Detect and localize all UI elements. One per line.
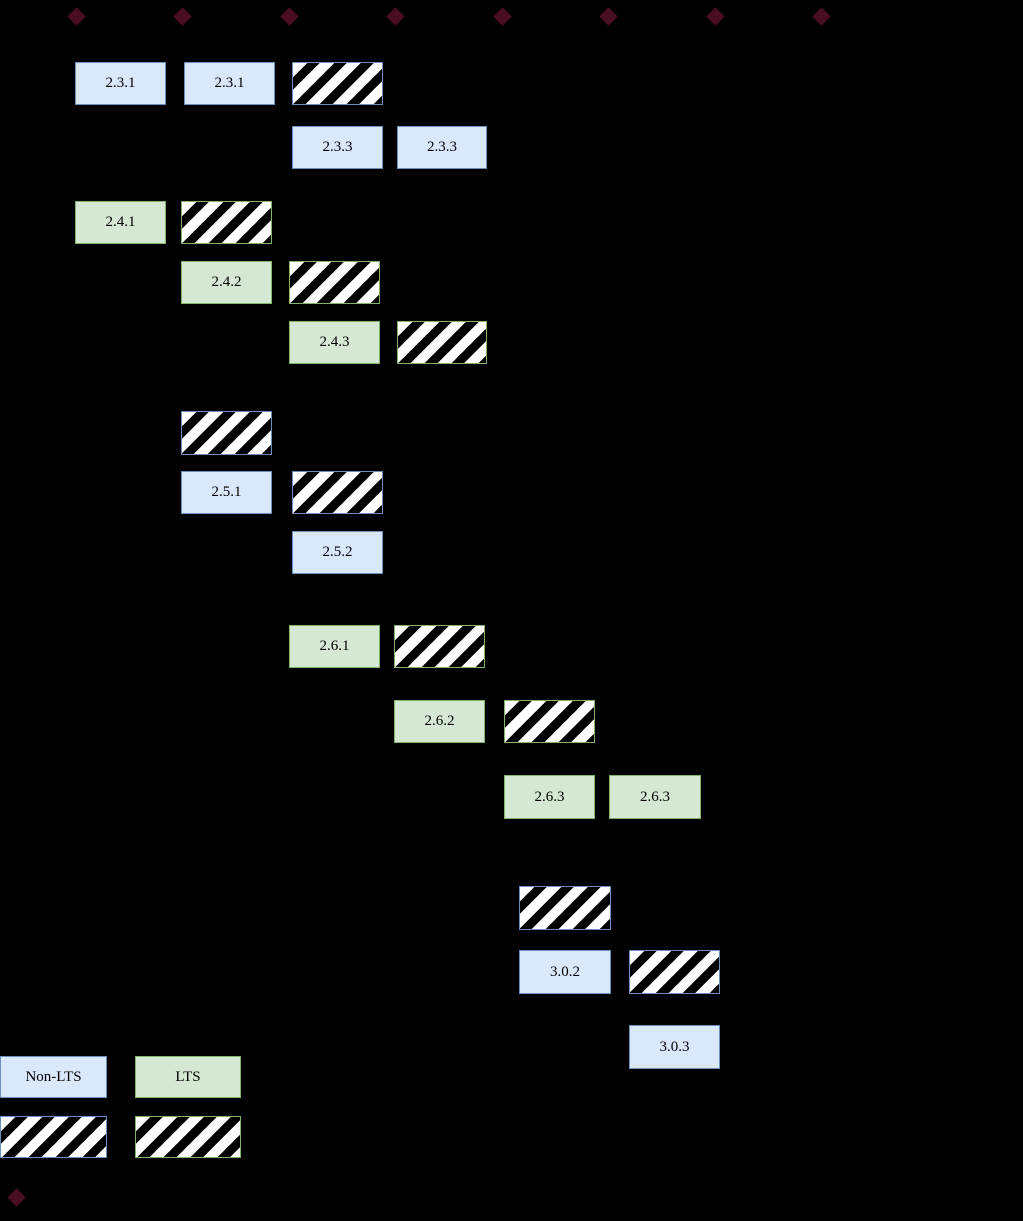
legend-swatch-label: Non-LTS [25, 1068, 82, 1085]
release-bar-label: 2.4.1 [105, 214, 136, 230]
release-bar-2.5.1: 2.5.1 [181, 471, 272, 514]
legend-swatch-Non-LTS: Non-LTS [0, 1056, 107, 1098]
release-bar-2.6.1: 2.6.1 [289, 625, 380, 668]
release-bar-label: 2.5.1 [211, 484, 242, 500]
release-bar-label: 2.4.2 [211, 274, 242, 290]
release-bar-2.6.3: 2.6.3 [609, 775, 701, 819]
release-bar-2.6.3: 2.6.3 [504, 775, 595, 819]
release-bar-2.3.3: 2.3.3 [397, 126, 487, 169]
release-bar-label: 2.6.3 [534, 788, 565, 805]
release-bar-hatched-lts [289, 261, 380, 304]
release-bar-label: 2.6.1 [319, 638, 350, 654]
release-bar-hatched-lts [397, 321, 487, 364]
release-bar-hatched-lts [394, 625, 485, 668]
milestone-diamond-8 [6, 1187, 26, 1207]
release-bar-2.5.2: 2.5.2 [292, 531, 383, 574]
milestone-diamond-6 [705, 6, 725, 26]
release-bar-label: 2.3.1 [105, 75, 136, 91]
release-bar-label: 2.3.1 [214, 75, 245, 91]
legend-swatch-hatched-non-lts [0, 1116, 107, 1158]
legend-swatch-LTS: LTS [135, 1056, 241, 1098]
milestone-diamond-2 [279, 6, 299, 26]
release-bar-label: 3.0.2 [550, 963, 580, 980]
release-bar-hatched-lts [181, 201, 272, 244]
release-bar-3.0.2: 3.0.2 [519, 950, 611, 994]
release-bar-hatched-non-lts [629, 950, 720, 994]
release-bar-3.0.3: 3.0.3 [629, 1025, 720, 1069]
legend-swatch-label: LTS [175, 1068, 201, 1085]
release-bar-hatched-non-lts [181, 411, 272, 455]
release-bar-label: 2.5.2 [322, 544, 353, 560]
release-bar-2.3.1: 2.3.1 [184, 62, 275, 105]
legend-swatch-hatched-lts [135, 1116, 241, 1158]
release-bar-label: 3.0.3 [659, 1038, 690, 1055]
milestone-diamond-7 [811, 6, 831, 26]
release-bar-hatched-non-lts [519, 886, 611, 930]
release-bar-hatched-non-lts [292, 62, 383, 105]
release-bar-label: 2.6.3 [640, 788, 670, 805]
release-bar-label: 2.4.3 [319, 334, 350, 350]
release-bar-2.4.1: 2.4.1 [75, 201, 166, 244]
milestone-diamond-0 [66, 6, 86, 26]
milestone-diamond-3 [385, 6, 405, 26]
release-bar-hatched-non-lts [292, 471, 383, 514]
milestone-diamond-4 [492, 6, 512, 26]
milestone-diamond-1 [172, 6, 192, 26]
release-bar-hatched-lts [504, 700, 595, 743]
milestone-diamond-5 [598, 6, 618, 26]
release-bar-2.3.3: 2.3.3 [292, 126, 383, 169]
release-bar-2.3.1: 2.3.1 [75, 62, 166, 105]
release-bar-2.6.2: 2.6.2 [394, 700, 485, 743]
release-bar-label: 2.3.3 [427, 139, 457, 155]
release-bar-label: 2.6.2 [424, 713, 455, 729]
release-bar-label: 2.3.3 [322, 139, 353, 155]
release-bar-2.4.3: 2.4.3 [289, 321, 380, 364]
release-bar-2.4.2: 2.4.2 [181, 261, 272, 304]
